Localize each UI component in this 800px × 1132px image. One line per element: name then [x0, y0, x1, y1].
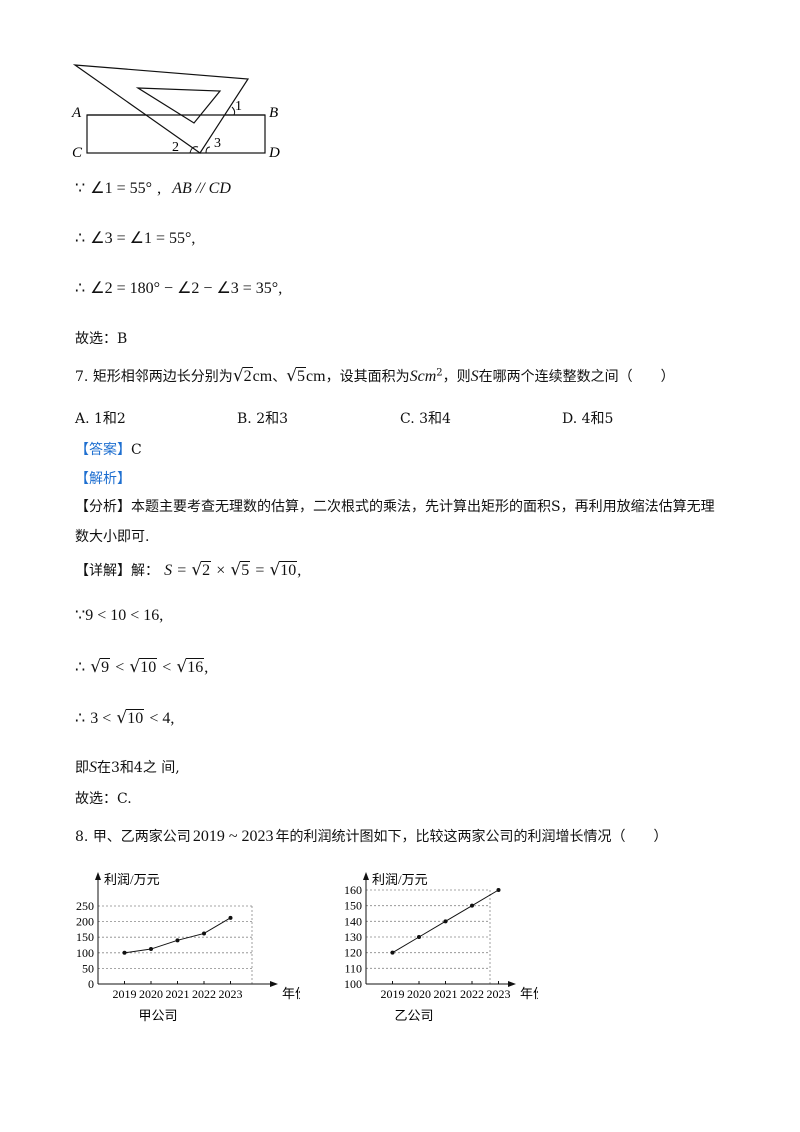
x-axis-label: 年份 — [520, 986, 538, 1001]
x-tick-label: 2021 — [434, 987, 458, 1001]
x-tick-label: 2023 — [219, 987, 243, 1001]
series-line — [124, 917, 231, 954]
chart-title: 甲公司 — [138, 1008, 177, 1023]
data-point — [390, 950, 395, 955]
data-point — [228, 915, 233, 920]
data-point — [175, 938, 180, 943]
y-axis-label: 利润/万元 — [372, 872, 428, 887]
fenxi-line-1: 【分析】本题主要考查无理数的估算，二次根式的乘法，先计算出矩形的面积S，再利用放… — [75, 499, 715, 515]
y-tick-label: 130 — [344, 930, 362, 944]
angle-3-label: 3 — [214, 136, 221, 151]
y-tick-label: 160 — [344, 883, 362, 897]
x-tick-label: 2022 — [192, 987, 216, 1001]
answer-line: 【答案】C — [75, 442, 142, 458]
label-a: A — [71, 105, 82, 121]
x-axis-label: 年份 — [282, 986, 300, 1001]
set-square-outer — [72, 64, 250, 154]
y-tick-label: 120 — [344, 946, 362, 960]
option-a: A. 1和2 — [75, 411, 126, 427]
data-point — [149, 947, 153, 952]
x-tick-label: 2019 — [381, 987, 405, 1001]
angle-2-label: 2 — [172, 140, 179, 155]
question-7: 7. 矩形相邻两边长分别为√2cm、√5cm，设其面积为Scm2，则S在哪两个连… — [75, 366, 675, 386]
x-tick-label: 2021 — [166, 987, 190, 1001]
y-tick-label: 150 — [344, 899, 362, 913]
triangle-ruler-figure: A B C D 1 2 3 — [71, 64, 280, 161]
detail-line-2: ∵9 < 10 < 16, — [75, 607, 164, 624]
y-axis-label: 利润/万元 — [104, 872, 160, 887]
data-point — [496, 888, 501, 892]
x-tick-label: 2020 — [407, 987, 431, 1001]
data-point — [417, 935, 421, 939]
y-tick-label: 140 — [344, 914, 362, 928]
y-axis-arrow — [95, 872, 101, 880]
label-b: B — [269, 105, 278, 121]
solution-line-2: ∴ ∠3 = ∠1 = 55°, — [75, 230, 196, 247]
solution-line-1: ∵ ∠1 = 55° , AB // CD — [75, 180, 231, 197]
y-tick-label: 100 — [344, 977, 362, 991]
y-axis-arrow — [363, 872, 369, 880]
x-tick-label: 2023 — [487, 987, 511, 1001]
option-d: D. 4和5 — [562, 411, 614, 427]
option-c: C. 3和4 — [400, 411, 451, 427]
y-tick-label: 110 — [344, 961, 362, 975]
x-tick-label: 2020 — [139, 987, 163, 1001]
solution-choice-7: 故选：C. — [75, 791, 132, 807]
option-b: B. 2和3 — [237, 411, 289, 427]
set-square-inner — [135, 87, 222, 124]
x-axis-arrow — [508, 981, 516, 987]
chart-title: 乙公司 — [394, 1008, 433, 1023]
detail-line-3: ∴ √9 < √10 < √16, — [75, 657, 209, 677]
solution-line-3: ∴ ∠2 = 180° − ∠2 − ∠3 = 35°, — [75, 280, 283, 297]
x-tick-label: 2019 — [113, 987, 137, 1001]
y-tick-label: 200 — [76, 915, 94, 929]
angle-1-label: 1 — [235, 99, 242, 114]
fenxi-line-2: 数大小即可. — [75, 529, 150, 545]
y-tick-label: 150 — [76, 930, 94, 944]
solution-choice-6: 故选：B — [75, 331, 128, 347]
label-d: D — [268, 145, 280, 161]
x-tick-label: 2022 — [460, 987, 484, 1001]
analysis-tag: 【解析】 — [75, 471, 131, 487]
detail-line-1: 【详解】解： S = √2 × √5 = √10, — [75, 560, 302, 580]
conclusion-line: 即S在3和4之 间, — [75, 759, 180, 776]
y-tick-label: 0 — [88, 977, 94, 991]
data-point — [470, 903, 474, 908]
y-tick-label: 250 — [76, 899, 94, 913]
x-axis-arrow — [270, 981, 278, 987]
data-point — [122, 950, 127, 955]
y-tick-label: 100 — [76, 946, 94, 960]
data-point — [443, 919, 448, 924]
y-tick-label: 50 — [82, 961, 94, 975]
label-c: C — [72, 145, 83, 161]
data-point — [202, 931, 206, 936]
detail-line-4: ∴ 3 < √10 < 4, — [75, 708, 175, 728]
